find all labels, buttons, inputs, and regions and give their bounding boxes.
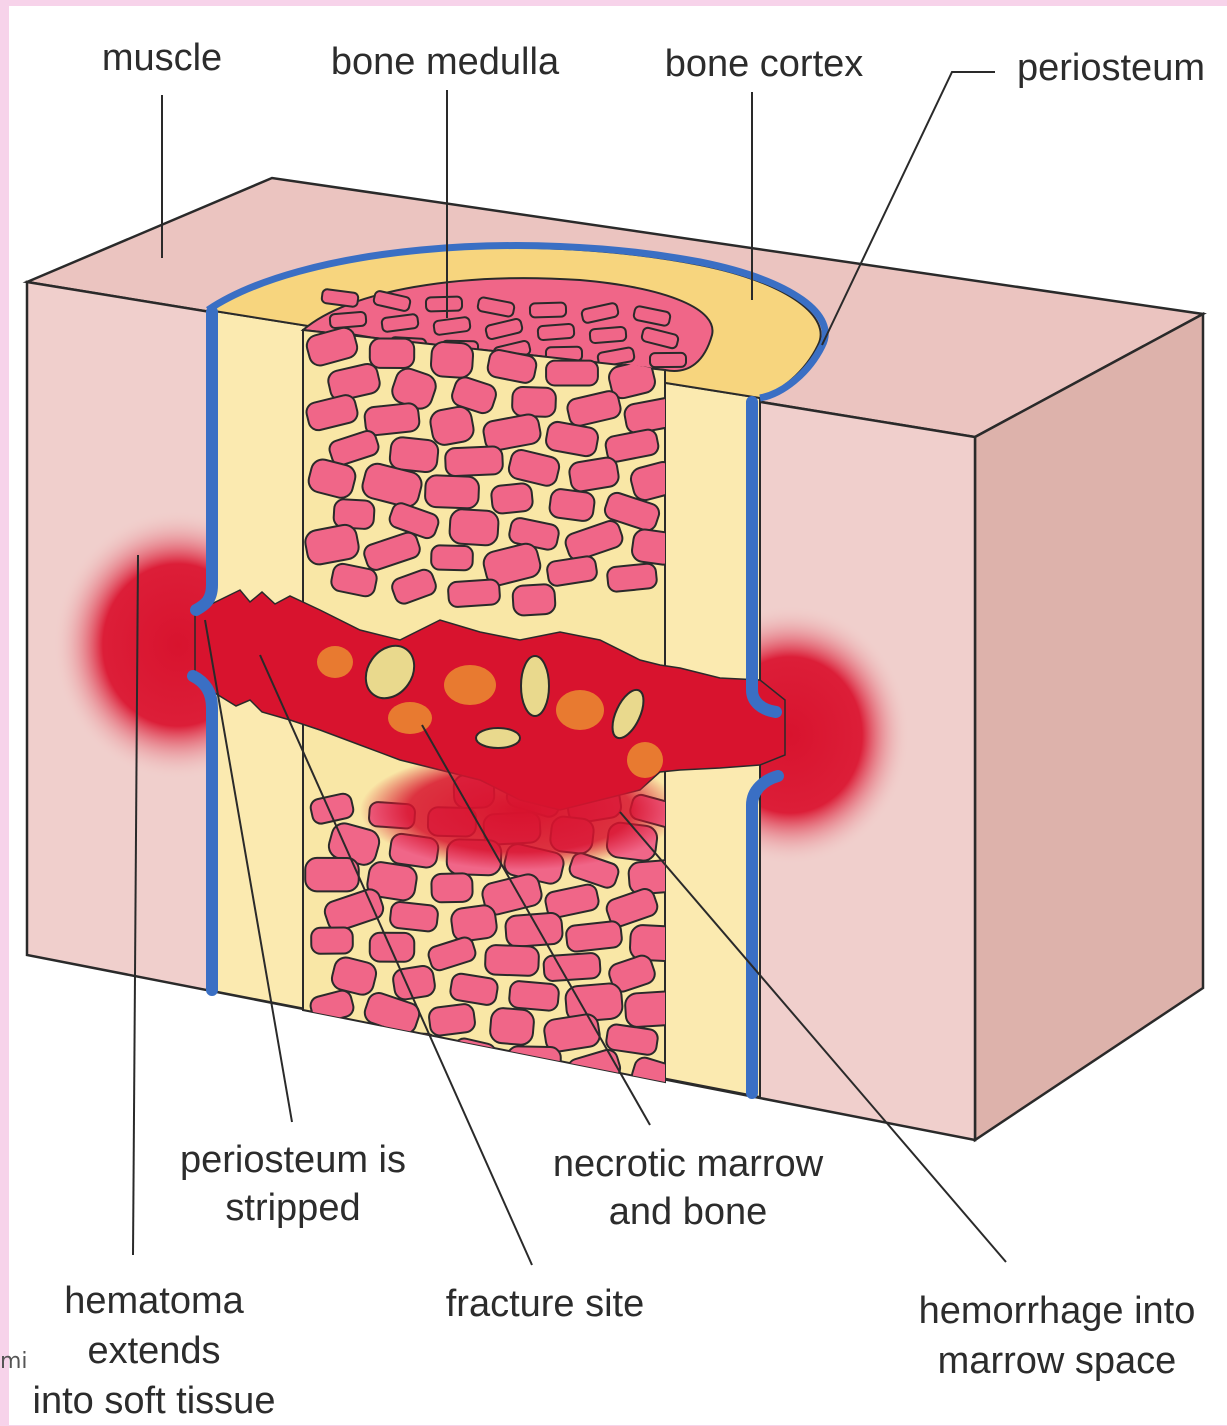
marrow-cell: [606, 563, 657, 593]
medulla-trabecula: [329, 312, 366, 329]
marrow-cell: [565, 920, 622, 952]
marrow-cell: [425, 475, 480, 509]
medulla-trabecula: [589, 327, 626, 344]
marrow-cell: [490, 483, 533, 515]
marrow-cell: [364, 402, 421, 436]
label-bone-medulla: bone medulla: [305, 38, 585, 86]
marrow-cell: [431, 873, 473, 902]
marrow-cell: [305, 858, 359, 891]
marrow-cell: [546, 361, 598, 386]
marrow-cell: [428, 1003, 476, 1037]
label-periosteum-stripped: periosteum is stripped: [150, 1136, 436, 1232]
marrow-cell: [370, 338, 415, 368]
marrow-cell: [392, 965, 437, 1001]
marrow-cell: [445, 446, 503, 476]
marrow-cell: [512, 387, 556, 418]
label-fracture-site: fracture site: [420, 1280, 670, 1328]
marrow-cell: [489, 1007, 535, 1045]
marrow-cell: [370, 933, 415, 962]
marrow-cell: [449, 509, 499, 546]
marrow-cell: [508, 980, 559, 1011]
label-muscle: muscle: [82, 34, 242, 82]
marrow-cell: [428, 405, 475, 447]
label-necrotic-marrow: necrotic marrow and bone: [520, 1140, 856, 1236]
muscle-side-face: [975, 314, 1203, 1140]
marrow-cell: [507, 1046, 561, 1077]
marrow-cell: [505, 912, 563, 947]
medulla-trabecula: [426, 297, 462, 312]
marrow-cell: [430, 341, 473, 378]
label-hemorrhage: hemorrhage into marrow space: [892, 1286, 1222, 1386]
marrow-cell: [512, 584, 556, 616]
marrow-cell: [448, 579, 501, 607]
marrow-cell: [431, 545, 473, 570]
label-bone-cortex: bone cortex: [640, 40, 888, 88]
marrow-cell: [485, 945, 539, 976]
marrow-cell: [324, 1023, 385, 1061]
corner-text: mi: [0, 1348, 28, 1376]
label-periosteum: periosteum: [1000, 44, 1222, 92]
label-hematoma: hematoma extends into soft tissue: [14, 1276, 294, 1426]
marrow-cell: [548, 488, 595, 522]
marrow-cell: [311, 927, 353, 953]
medulla-trabecula: [538, 324, 575, 341]
marrow-cell: [389, 901, 439, 932]
medulla-trabecula: [530, 302, 566, 317]
marrow-cell: [450, 904, 498, 943]
marrow-cell: [543, 953, 601, 982]
medulla-trabecula: [650, 353, 686, 367]
